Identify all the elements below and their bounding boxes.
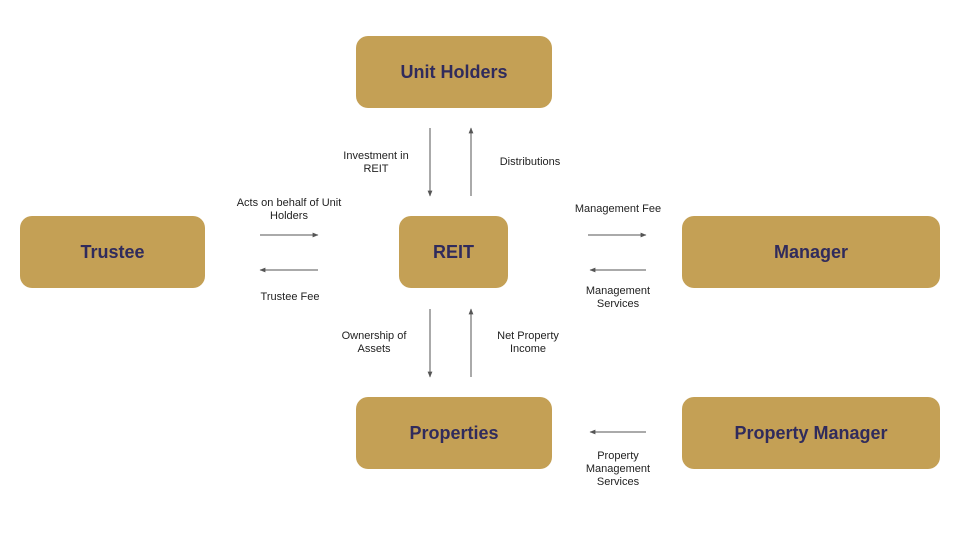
node-unit-holders: Unit Holders [356,36,552,108]
node-property-manager: Property Manager [682,397,940,469]
node-trustee: Trustee [20,216,205,288]
node-properties: Properties [356,397,552,469]
node-manager: Manager [682,216,940,288]
node-reit: REIT [399,216,508,288]
label-management-fee: Management Fee [574,203,662,215]
label-distributions: Distributions [499,156,561,168]
label-trustee-fee: Trustee Fee [260,291,320,303]
